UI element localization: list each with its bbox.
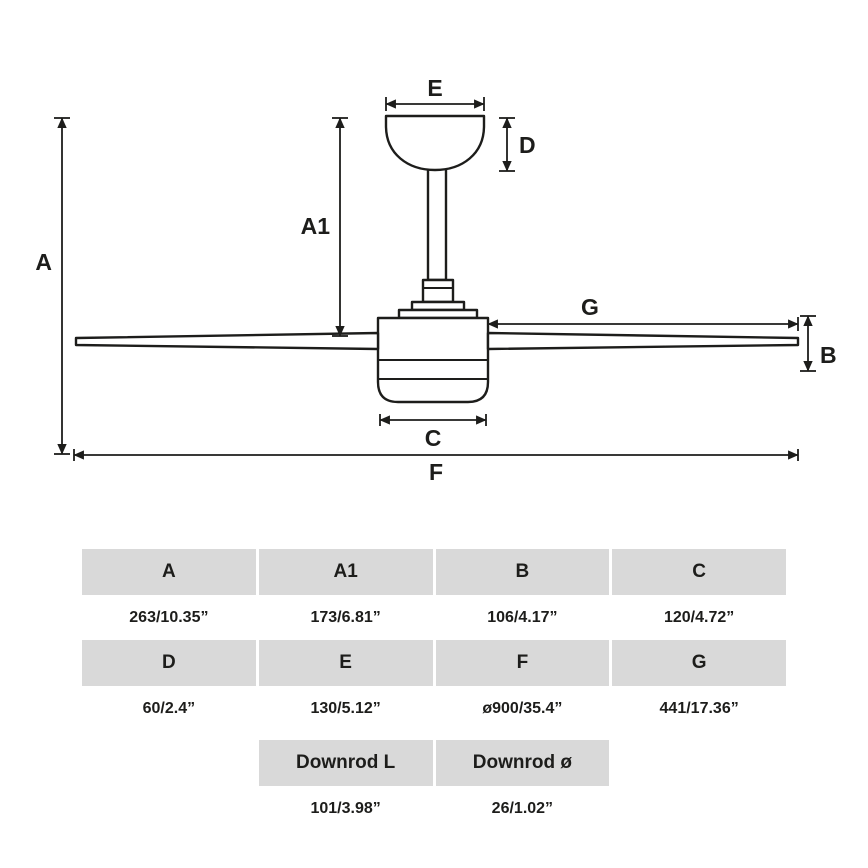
- table-value-row-2: 60/2.4” 130/5.12” ø900/35.4” 441/17.36”: [82, 686, 786, 731]
- value-cell-downrod-d: 26/1.02”: [491, 799, 554, 817]
- dim-label-F: F: [429, 459, 443, 485]
- blade-right: [486, 331, 800, 351]
- value-cell-A: 263/10.35”: [129, 608, 209, 626]
- table-spacer-cell: [82, 740, 256, 786]
- fan-dimension-diagram: E D A1 A G: [35, 75, 837, 485]
- dimension-B: B: [800, 315, 837, 372]
- value-cell-E: 130/5.12”: [310, 699, 381, 717]
- header-cell-D: D: [82, 640, 256, 686]
- dim-label-A1: A1: [301, 213, 331, 239]
- header-cell-G: G: [612, 640, 786, 686]
- fan-drawing: [74, 114, 800, 404]
- header-cell-downrod-l: Downrod L: [258, 740, 433, 786]
- value-cell-B: 106/4.17”: [487, 608, 558, 626]
- downrod-header-row: Downrod L Downrod ø: [82, 740, 786, 786]
- value-cell-downrod-l: 101/3.98”: [310, 799, 381, 817]
- dim-label-B: B: [820, 342, 837, 368]
- value-cell-F: ø900/35.4”: [482, 699, 563, 717]
- value-cell-D: 60/2.4”: [142, 699, 196, 717]
- value-cell-C: 120/4.72”: [663, 608, 735, 626]
- dimension-table: A A1 B C 263/10.35” 173/6.81” 106/4.17” …: [82, 549, 786, 731]
- dimension-A: A: [35, 117, 70, 455]
- header-cell-B: B: [435, 549, 610, 595]
- table-header-row-2: D E F G: [82, 640, 786, 686]
- downrod: [426, 158, 448, 282]
- dim-label-G: G: [581, 294, 599, 320]
- header-cell-A: A: [82, 549, 256, 595]
- table-spacer-cell: [82, 786, 256, 831]
- header-cell-A1: A1: [258, 549, 433, 595]
- blade-left: [74, 331, 380, 351]
- table-value-row-1: 263/10.35” 173/6.81” 106/4.17” 120/4.72”: [82, 595, 786, 640]
- value-cell-G: 441/17.36”: [659, 699, 739, 717]
- table-header-row-1: A A1 B C: [82, 549, 786, 595]
- dimension-F: F: [73, 449, 799, 485]
- dimension-G: G: [487, 294, 799, 331]
- downrod-value-row: 101/3.98” 26/1.02”: [82, 786, 786, 831]
- value-cell-A1: 173/6.81”: [310, 608, 381, 626]
- dimension-A1: A1: [301, 117, 348, 337]
- dimension-E: E: [385, 75, 485, 111]
- header-cell-E: E: [258, 640, 433, 686]
- table-spacer-cell: [612, 786, 786, 831]
- dimension-C: C: [379, 414, 487, 451]
- dim-label-A: A: [35, 249, 52, 275]
- header-cell-F: F: [435, 640, 610, 686]
- header-cell-C: C: [612, 549, 786, 595]
- dim-label-E: E: [427, 75, 442, 101]
- table-spacer-cell: [612, 740, 786, 786]
- header-cell-downrod-d: Downrod ø: [435, 740, 610, 786]
- canopy: [384, 114, 486, 172]
- downrod-table: Downrod L Downrod ø 101/3.98” 26/1.02”: [82, 740, 786, 831]
- dim-label-C: C: [425, 425, 442, 451]
- dimension-D: D: [499, 117, 536, 172]
- downrod-coupler: [421, 278, 455, 304]
- dim-label-D: D: [519, 132, 536, 158]
